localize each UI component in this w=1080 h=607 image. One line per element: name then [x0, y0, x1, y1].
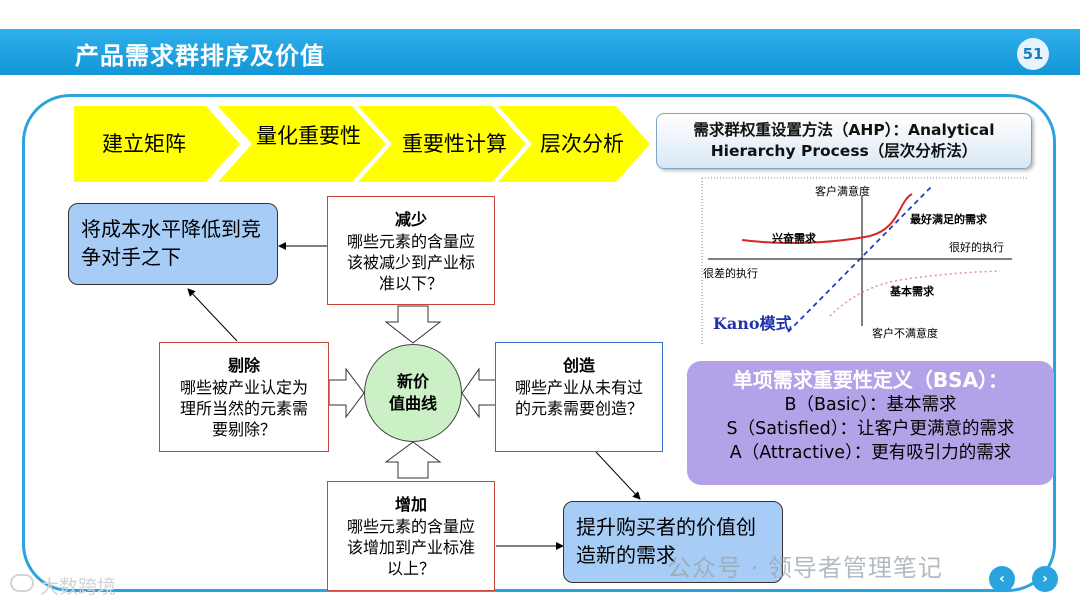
eliminate-box: 剔除 哪些被产业认定为理所当然的元素需要剔除？	[159, 342, 329, 452]
down-block-arrow	[384, 305, 442, 344]
bsa-line-attractive: A（Attractive）：更有吸引力的需求	[729, 443, 1012, 463]
ahp-line-2: Hierarchy Process（层次分析法）	[710, 142, 978, 160]
ahp-method-box: 需求群权重设置方法（AHP）：Analytical Hierarchy Proc…	[656, 113, 1032, 169]
excitement-curve	[741, 193, 913, 244]
bsa-definition-box: 单项需求重要性定义（BSA）： B（Basic）：基本需求 S（Satisfie…	[687, 361, 1054, 485]
page-number-badge: 51	[1017, 38, 1049, 70]
reduce-cost-box: 将成本水平降低到竞争对手之下	[68, 203, 278, 285]
step-quantify-importance: 量化重要性	[218, 106, 386, 182]
create-title: 创造	[562, 356, 595, 375]
kano-x-left-label: 很差的执行	[703, 267, 758, 280]
kano-y-top-label: 客户满意度	[815, 185, 870, 198]
raise-title: 增加	[394, 495, 427, 514]
step-label: 建立矩阵	[102, 132, 186, 156]
step-build-matrix: 建立矩阵	[74, 106, 240, 182]
kano-x-right-label: 很好的执行	[949, 241, 1004, 254]
page-title: 产品需求群排序及价值	[75, 42, 325, 70]
value-curve-line1: 新价	[396, 372, 429, 391]
raise-box: 增加 哪些元素的含量应该增加到产业标准以上？	[327, 481, 495, 591]
kano-performance-label: 最好满足的需求	[910, 213, 987, 226]
eliminate-to-cost-arrow	[187, 288, 238, 342]
left-block-arrow	[461, 367, 497, 419]
next-slide-button[interactable]: ›	[1032, 566, 1058, 592]
kano-diagram	[701, 177, 1028, 344]
ahp-line-1: 需求群权重设置方法（AHP）：Analytical	[693, 121, 995, 139]
title-bar: 产品需求群排序及价值	[0, 29, 1080, 75]
create-box: 创造 哪些产业从未有过的元素需要创造？	[495, 342, 663, 452]
kano-basic-label: 基本需求	[890, 285, 934, 298]
right-block-arrow	[328, 367, 365, 419]
step-label: 量化重要性	[256, 124, 361, 148]
reduce-text: 哪些元素的含量应该被减少到产业标准以下？	[346, 232, 475, 293]
bsa-line-satisfied: S（Satisfied）：让客户更满意的需求	[726, 419, 1015, 439]
basic-curve	[829, 270, 1001, 317]
content-frame	[22, 94, 1056, 592]
performance-line	[787, 185, 933, 333]
kano-excitement-label: 兴奋需求	[772, 232, 816, 245]
step-label: 层次分析	[540, 132, 624, 156]
kano-title: Kano模式	[713, 314, 792, 333]
source-watermark: 大数跨境	[40, 576, 117, 598]
reduce-title: 减少	[394, 210, 427, 229]
reduce-box: 减少 哪些元素的含量应该被减少到产业标准以下？	[327, 196, 495, 305]
create-text: 哪些产业从未有过的元素需要创造？	[514, 378, 643, 418]
value-curve-circle: 新价 值曲线	[364, 344, 462, 442]
up-block-arrow	[384, 441, 442, 479]
bsa-line-basic: B（Basic）：基本需求	[784, 395, 957, 415]
create-to-value-arrow	[595, 451, 641, 500]
create-value-box: 提升购买者的价值创造新的需求	[563, 501, 783, 583]
prev-slide-button[interactable]: ‹	[989, 566, 1015, 592]
kano-y-bottom-label: 客户不满意度	[872, 327, 938, 340]
value-curve-line2: 值曲线	[388, 394, 437, 413]
eliminate-text: 哪些被产业认定为理所当然的元素需要剔除？	[179, 378, 308, 439]
raise-text: 哪些元素的含量应该增加到产业标准以上？	[346, 517, 475, 578]
eliminate-title: 剔除	[227, 356, 260, 375]
step-label: 重要性计算	[402, 132, 507, 156]
wechat-watermark: 公众号 · 领导者管理笔记	[667, 554, 943, 582]
logo-icon	[10, 574, 34, 592]
bsa-title: 单项需求重要性定义（BSA）：	[732, 368, 1009, 392]
